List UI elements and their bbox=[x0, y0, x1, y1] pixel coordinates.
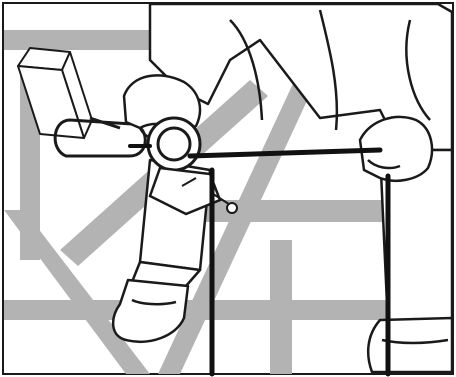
right-hand-finger bbox=[367, 159, 401, 170]
left-boot-crease bbox=[131, 298, 177, 306]
right-hand-back bbox=[358, 115, 434, 182]
right-boot bbox=[366, 316, 454, 374]
ropes bbox=[128, 144, 391, 377]
beam-top-left bbox=[4, 30, 170, 50]
device-slot bbox=[181, 177, 197, 187]
device-inner-drum bbox=[156, 126, 192, 162]
device-plate bbox=[148, 166, 222, 216]
beam-bottom bbox=[4, 300, 450, 320]
jacket-fold-1 bbox=[229, 19, 264, 121]
carabiner-gate bbox=[89, 116, 121, 130]
device-outer-drum bbox=[146, 116, 202, 172]
jacket bbox=[148, 2, 454, 152]
left-boot bbox=[112, 278, 190, 343]
beam-vertical-center bbox=[270, 240, 292, 374]
left-boot-shape bbox=[112, 278, 190, 343]
device-handle-knob bbox=[226, 202, 238, 214]
beam-diagonal-lower-left bbox=[4, 210, 150, 374]
right-hand bbox=[358, 115, 434, 182]
descent-device bbox=[146, 116, 238, 216]
beam-middle-right bbox=[180, 200, 420, 222]
rope-horizontal bbox=[187, 147, 383, 159]
jacket-fold-2 bbox=[318, 9, 339, 131]
jacket-fold-3 bbox=[405, 19, 431, 121]
